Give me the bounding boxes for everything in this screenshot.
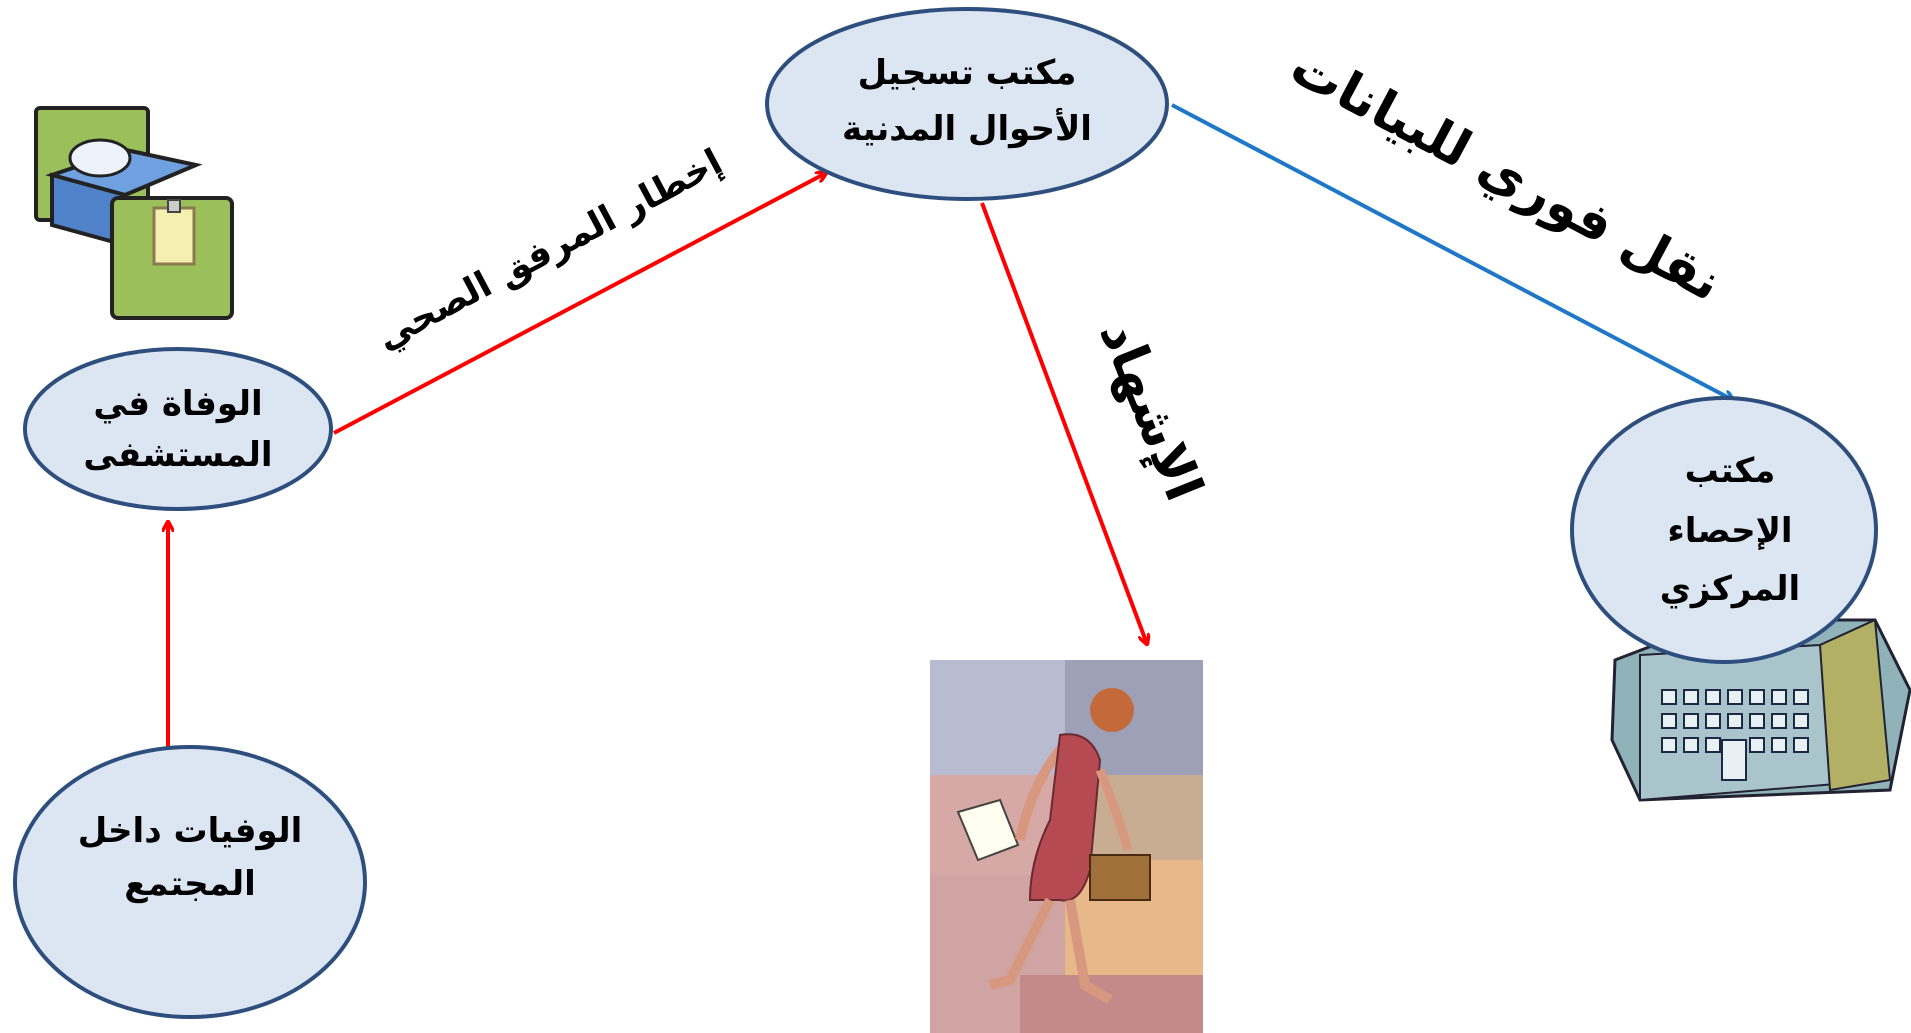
arrow-registry-to-statistics [1171,103,1733,400]
node-statistics-office: مكتب الإحصاء المركزي [1570,396,1878,664]
edge-label-facility-notification: إخطار المرفق الصحي [370,141,729,358]
node-community-deaths-line2: المجتمع [124,864,256,904]
node-community-deaths-line1: الوفيات داخل [78,811,303,851]
arrow-registry-to-certification [980,202,1147,644]
node-statistics-office-line2: الإحصاء [1667,511,1792,551]
node-hospital-death: الوفاة في المستشفى [23,347,333,511]
node-hospital-death-line2: المستشفى [83,435,272,475]
node-hospital-death-line1: الوفاة في [93,384,262,424]
node-civil-registry: مكتب تسجيل الأحوال المدنية [765,7,1169,201]
node-civil-registry-line1: مكتب تسجيل [858,53,1077,93]
businesswoman-icon [930,660,1203,1033]
node-community-deaths: الوفيات داخل المجتمع [13,745,367,1019]
office-building-icon [1610,618,1911,802]
node-civil-registry-line2: الأحوال المدنية [842,107,1092,149]
arrow-hospital-to-registry [333,173,826,435]
hospital-bed-icon [34,106,234,320]
node-statistics-office-line1: مكتب [1685,451,1776,491]
edge-label-certification: الإشهاد [1088,312,1214,509]
edge-label-immediate-transfer: نقل فوري للبيانات [1281,36,1731,313]
node-statistics-office-line3: المركزي [1660,569,1800,609]
